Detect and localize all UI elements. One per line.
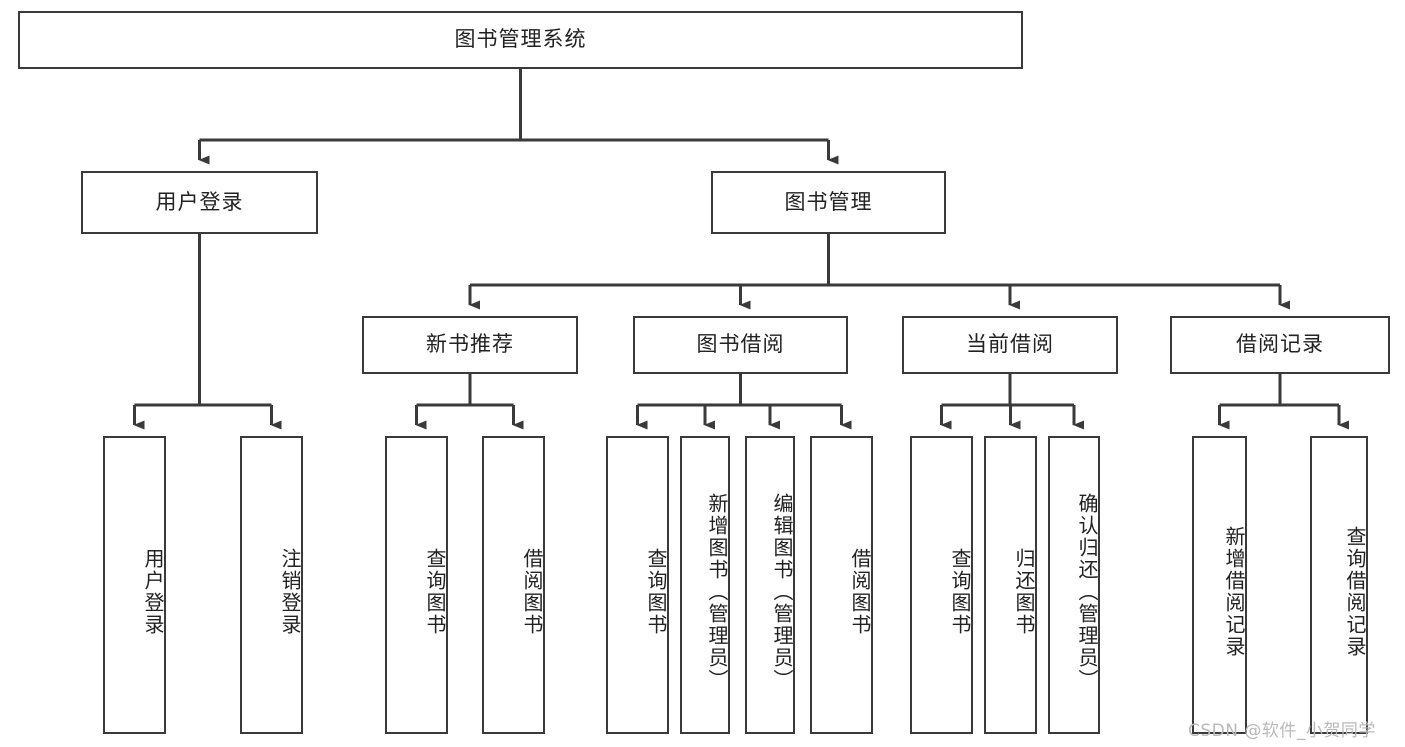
node-label: 查询图书 xyxy=(423,548,447,636)
node-label: 归还图书 xyxy=(1012,548,1036,636)
node-label: 注销登录 xyxy=(278,548,302,636)
node-label: 新增图书（管理员） xyxy=(705,493,729,691)
node-leaf-query-book-1[interactable]: 查询图书 xyxy=(385,436,448,734)
node-leaf-user-login[interactable]: 用户登录 xyxy=(103,436,166,734)
node-label: 编辑图书（管理员） xyxy=(770,493,794,691)
node-label: 确认归还（管理员） xyxy=(1075,493,1099,691)
node-label: 用户登录 xyxy=(141,548,165,636)
node-current-borrow[interactable]: 当前借阅 xyxy=(902,316,1118,374)
node-label: 当前借阅 xyxy=(966,332,1054,357)
node-leaf-confirm-return[interactable]: 确认归还（管理员） xyxy=(1048,436,1100,734)
node-label: 图书借阅 xyxy=(696,332,785,357)
node-label: 新书推荐 xyxy=(426,332,514,357)
node-leaf-add-book[interactable]: 新增图书（管理员） xyxy=(680,436,730,734)
node-leaf-return-book[interactable]: 归还图书 xyxy=(984,436,1037,734)
node-leaf-query-book-3[interactable]: 查询图书 xyxy=(910,436,973,734)
node-leaf-query-book-2[interactable]: 查询图书 xyxy=(606,436,669,734)
watermark-text: CSDN @软件_小贺同学 xyxy=(1188,721,1376,741)
node-new-book-recommend[interactable]: 新书推荐 xyxy=(362,316,578,374)
node-leaf-logout[interactable]: 注销登录 xyxy=(240,436,303,734)
node-label: 查询借阅记录 xyxy=(1343,526,1367,658)
node-label: 新增借阅记录 xyxy=(1222,526,1246,658)
node-label: 借阅图书 xyxy=(520,548,544,636)
node-root[interactable]: 图书管理系统 xyxy=(18,11,1023,69)
node-label: 图书管理系统 xyxy=(454,27,587,52)
node-leaf-add-borrow-record[interactable]: 新增借阅记录 xyxy=(1192,436,1247,734)
node-label: 查询图书 xyxy=(644,548,668,636)
node-label: 用户登录 xyxy=(155,189,244,214)
node-label: 借阅记录 xyxy=(1236,332,1324,357)
node-borrow-record[interactable]: 借阅记录 xyxy=(1170,316,1390,374)
node-label: 图书管理 xyxy=(784,189,873,214)
node-user-login[interactable]: 用户登录 xyxy=(81,171,318,234)
node-label: 借阅图书 xyxy=(848,548,872,636)
node-leaf-query-borrow-record[interactable]: 查询借阅记录 xyxy=(1310,436,1368,734)
node-leaf-borrow-book-1[interactable]: 借阅图书 xyxy=(482,436,545,734)
node-book-borrow[interactable]: 图书借阅 xyxy=(633,316,848,374)
node-leaf-edit-book[interactable]: 编辑图书（管理员） xyxy=(745,436,795,734)
node-leaf-borrow-book-2[interactable]: 借阅图书 xyxy=(810,436,873,734)
node-book-manage[interactable]: 图书管理 xyxy=(711,171,946,234)
node-label: 查询图书 xyxy=(948,548,972,636)
